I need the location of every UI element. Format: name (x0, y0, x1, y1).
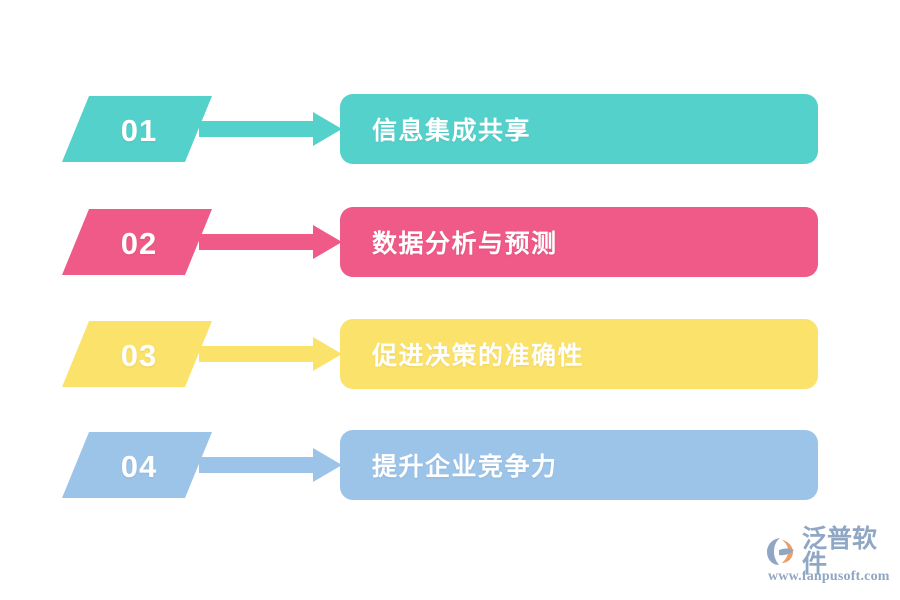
step-number-badge[interactable]: 02 (62, 209, 212, 275)
step-number-badge[interactable]: 01 (62, 96, 212, 162)
watermark-url: www.fanpusoft.com (768, 569, 890, 584)
step-number-label: 03 (120, 337, 158, 373)
step-label-bar[interactable]: 提升企业竞争力 (340, 430, 818, 500)
right-arrow-icon (199, 448, 342, 482)
watermark-logo: 泛普软件 www.fanpusoft.com (766, 526, 896, 590)
step-label-text: 数据分析与预测 (372, 230, 558, 258)
step-label-text: 促进决策的准确性 (372, 342, 585, 370)
step-label-text: 信息集成共享 (372, 117, 532, 145)
step-number-badge[interactable]: 03 (62, 321, 212, 387)
step-number-badge[interactable]: 04 (62, 432, 212, 498)
process-step-row: 02 数据分析与预测 (0, 207, 900, 287)
step-number-label: 01 (120, 112, 158, 148)
step-label-bar[interactable]: 促进决策的准确性 (340, 319, 818, 389)
step-label-text: 提升企业竞争力 (372, 453, 558, 481)
right-arrow-icon (199, 337, 342, 371)
step-label-bar[interactable]: 信息集成共享 (340, 94, 818, 164)
watermark-brand-name: 泛普软件 (802, 524, 878, 578)
right-arrow-icon (199, 112, 342, 146)
process-step-row: 04 提升企业竞争力 (0, 430, 900, 510)
step-number-label: 02 (120, 225, 158, 261)
right-arrow-icon (199, 225, 342, 259)
watermark-logo-row: 泛普软件 (766, 526, 896, 576)
process-step-row: 01 信息集成共享 (0, 94, 900, 174)
process-step-row: 03 促进决策的准确性 (0, 319, 900, 399)
fanpu-leaf-logo-icon (766, 535, 800, 567)
step-label-bar[interactable]: 数据分析与预测 (340, 207, 818, 277)
step-number-label: 04 (120, 448, 158, 484)
